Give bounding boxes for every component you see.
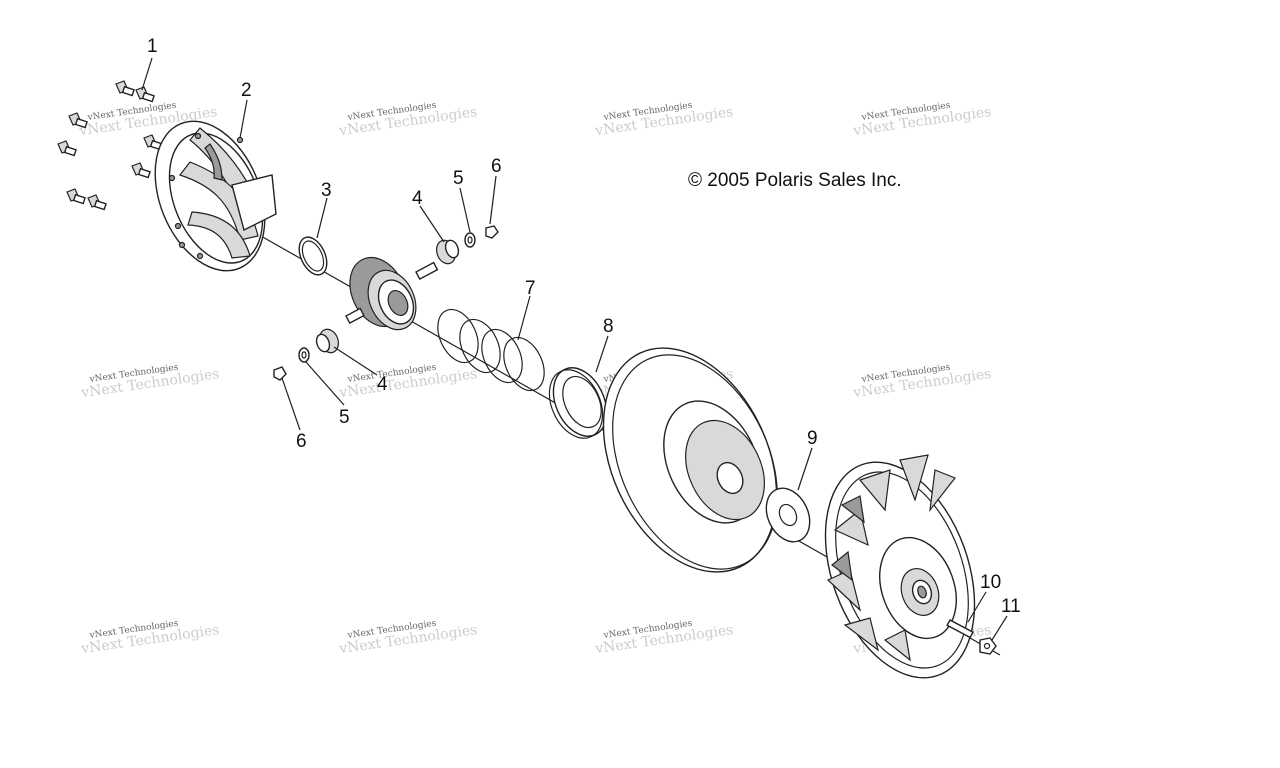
callout-9: 9	[807, 428, 818, 449]
watermark: vNext Technologies vNext Technologies	[851, 363, 992, 402]
screw	[115, 80, 135, 97]
watermark: vNext Technologies vNext Technologies	[79, 363, 220, 402]
part-pin	[946, 619, 974, 639]
screw	[131, 162, 151, 179]
callout-3: 3	[321, 180, 332, 201]
screw	[135, 86, 155, 103]
copyright-notice: © 2005 Polaris Sales Inc.	[688, 170, 902, 191]
part-clip-lower	[273, 366, 287, 381]
callout-11: 11	[1001, 596, 1021, 617]
part-screws	[57, 80, 163, 211]
part-bushing	[548, 367, 608, 439]
screw	[57, 140, 77, 157]
part-washer-upper	[464, 232, 476, 248]
part-center-hub	[345, 256, 439, 331]
callout-6-upper: 6	[491, 156, 502, 177]
callout-10: 10	[980, 572, 1001, 593]
watermark: vNext Technologies vNext Technologies	[79, 619, 220, 658]
part-retaining-ring	[298, 236, 328, 276]
screw	[87, 194, 107, 211]
callout-6-lower: 6	[296, 431, 307, 452]
callout-4-lower: 4	[377, 374, 388, 395]
part-stationary-sheave	[602, 347, 778, 573]
watermark: vNext Technologies vNext Technologies	[337, 101, 478, 140]
watermark: vNext Technologies vNext Technologies	[337, 363, 478, 402]
leader-lines	[141, 57, 1008, 641]
callout-4-upper: 4	[412, 188, 423, 209]
watermark: vNext Technologies vNext Technologies	[337, 619, 478, 658]
watermark: vNext Technologies vNext Technologies	[593, 101, 734, 140]
callout-5-upper: 5	[453, 168, 464, 189]
callout-2: 2	[241, 80, 252, 101]
callout-8: 8	[603, 316, 614, 337]
screw	[68, 112, 88, 129]
part-roller-upper	[435, 239, 460, 265]
part-roller-lower	[315, 328, 340, 354]
callout-1: 1	[147, 36, 158, 57]
part-nut	[979, 637, 997, 655]
part-thrust-washer	[765, 487, 811, 543]
part-washer-lower	[298, 347, 310, 363]
part-clip-upper	[485, 225, 499, 239]
part-movable-sheave	[824, 454, 976, 679]
callout-labels: 1 2 3 4 5 6 7 8 4 5 6 9 10 11	[147, 36, 1021, 617]
part-spring	[437, 308, 545, 392]
callout-5-lower: 5	[339, 407, 350, 428]
screw	[66, 188, 86, 205]
callout-7: 7	[525, 278, 536, 299]
part-cover	[154, 120, 277, 272]
watermark: vNext Technologies vNext Technologies	[593, 619, 734, 658]
watermark: vNext Technologies vNext Technologies	[851, 101, 992, 140]
